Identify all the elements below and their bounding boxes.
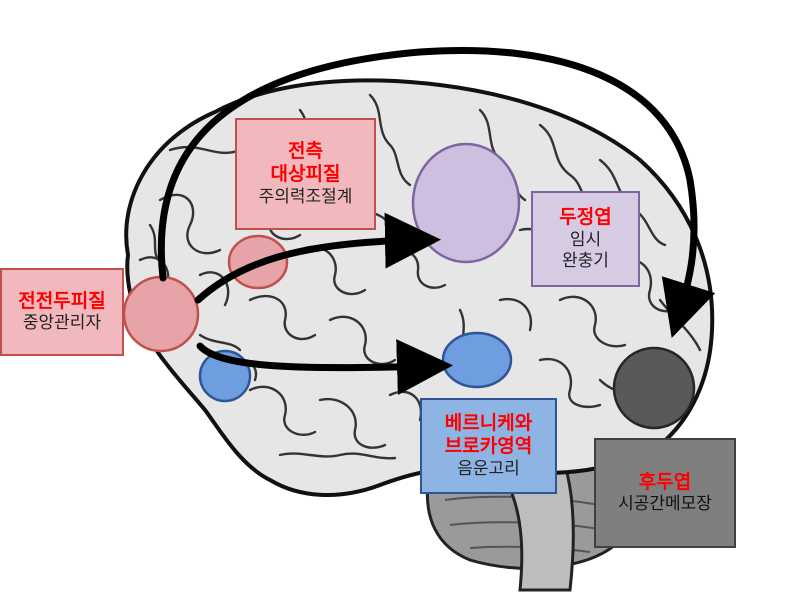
label-prefrontal-title: 전전두피질: [18, 289, 106, 312]
label-occipital-title: 후두엽: [638, 470, 692, 493]
label-acc-title-2: 대상피질: [270, 163, 341, 186]
arrows: [157, 46, 716, 396]
label-parietal-title: 두정엽: [559, 205, 612, 228]
arrow-prefrontal-to-parietal: [194, 212, 441, 304]
label-parietal-sub-2: 완충기: [562, 250, 609, 271]
label-occipital: 후두엽 시공간메모장: [594, 438, 736, 548]
label-language: 베르니케와 브로카영역 음운고리: [420, 398, 557, 494]
label-parietal: 두정엽 임시 완충기: [531, 191, 640, 287]
label-language-title-2: 브로카영역: [444, 435, 533, 458]
brainstem: [497, 463, 575, 592]
label-occipital-sub: 시공간메모장: [618, 494, 712, 515]
label-language-sub: 음운고리: [457, 459, 520, 480]
arrow-prefrontal-to-wernicke: [196, 339, 453, 396]
label-acc-title-1: 전측: [288, 139, 323, 162]
region-prefrontal: [122, 275, 200, 353]
label-parietal-sub-1: 임시: [569, 229, 602, 250]
region-wernicke: [441, 331, 513, 389]
label-acc-sub: 주의력조절계: [258, 187, 353, 208]
label-anterior-cingulate: 전측 대상피질 주의력조절계: [235, 118, 376, 230]
label-prefrontal: 전전두피질 중앙관리자: [0, 268, 124, 356]
arrow-prefrontal-to-occipital: [157, 46, 716, 339]
label-language-title-1: 베르니케와: [444, 411, 533, 434]
region-occipital: [612, 346, 696, 430]
label-prefrontal-sub: 중앙관리자: [22, 313, 102, 334]
region-parietal: [411, 142, 521, 264]
